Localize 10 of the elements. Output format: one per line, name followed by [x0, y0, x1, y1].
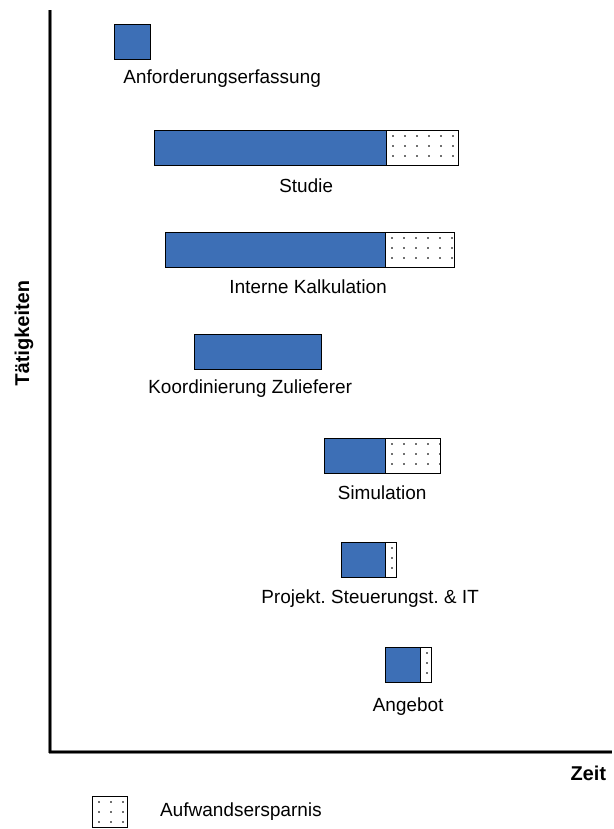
task-label: Angebot — [372, 695, 444, 717]
task-label: Simulation — [338, 483, 426, 505]
task-label: Projekt. Steuerungst. & IT — [261, 587, 479, 609]
task-label: Koordinierung Zulieferer — [148, 377, 352, 399]
task-label: Studie — [279, 176, 333, 198]
task-label: Interne Kalkulation — [229, 277, 387, 299]
x-axis-title: Zeit — [570, 763, 606, 786]
legend-label: Aufwandsersparnis — [160, 800, 322, 822]
task-label: Anforderungserfassung — [123, 67, 321, 89]
y-axis-title: Tätigkeiten — [12, 280, 35, 386]
